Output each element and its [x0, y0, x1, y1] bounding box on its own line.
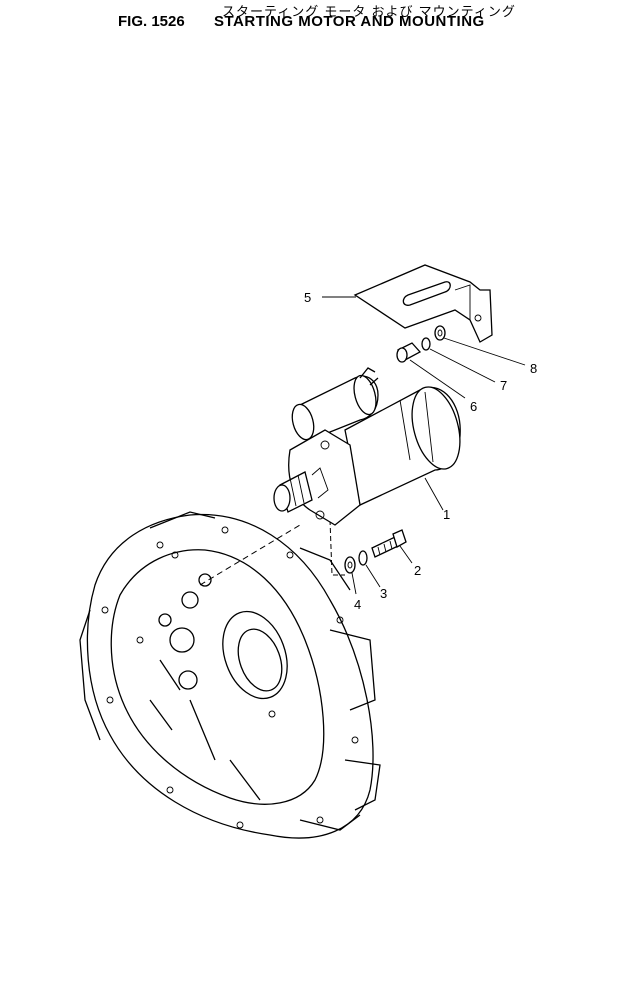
leader-line [351, 572, 357, 595]
bolt-2 [371, 529, 407, 558]
leader-line [399, 545, 413, 564]
leader-line [409, 359, 466, 399]
washer-7 [421, 337, 431, 351]
title-japanese: スターティング モータ および マウンティング [222, 5, 516, 20]
leader-line [443, 337, 526, 366]
washer-3 [358, 550, 368, 566]
starting-motor [273, 367, 461, 526]
flywheel-housing [79, 511, 381, 839]
leader-line [424, 477, 444, 511]
washer-8 [434, 325, 446, 341]
alignment-line [329, 519, 345, 576]
leader-line [429, 348, 496, 383]
callout-5: 5 [304, 290, 311, 305]
page-title: STARTING MOTOR AND MOUNTING [214, 13, 485, 30]
figure-number: FIG. 1526 [118, 13, 185, 30]
leader-line [365, 564, 381, 588]
bolt-6 [396, 342, 422, 363]
callout-8: 8 [530, 361, 537, 376]
washer-4 [344, 556, 356, 574]
bracket [353, 264, 493, 343]
callout-2: 2 [414, 563, 421, 578]
callout-7: 7 [500, 378, 507, 393]
callout-4: 4 [354, 597, 361, 612]
callout-3: 3 [380, 586, 387, 601]
callout-6: 6 [470, 399, 477, 414]
callout-1: 1 [443, 507, 450, 522]
